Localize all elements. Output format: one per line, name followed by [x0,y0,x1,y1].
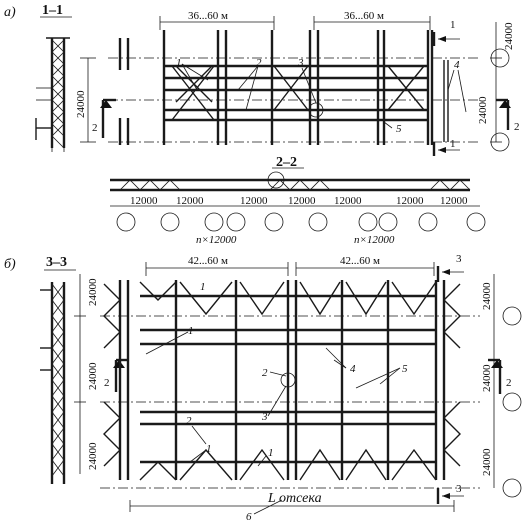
svg-text:n×12000: n×12000 [196,234,237,246]
svg-text:5: 5 [402,363,408,375]
section-1-1-mast [35,37,70,152]
svg-text:12000: 12000 [396,195,424,207]
svg-text:5: 5 [396,123,402,135]
svg-text:2: 2 [262,367,268,379]
svg-text:2: 2 [92,122,98,134]
svg-text:1: 1 [200,281,206,293]
svg-text:4: 4 [350,363,356,375]
section-1-1-title: 1–1 [42,3,63,18]
section-3-3-mast [40,282,66,484]
span-dim-a-1: 36...60 м [188,10,228,22]
svg-text:24000: 24000 [87,442,99,470]
cut-1-markers: 1 1 [432,19,460,156]
svg-text:3: 3 [456,483,462,495]
svg-text:6: 6 [246,511,252,523]
svg-text:1: 1 [206,443,212,455]
height-dim-left: 24000 [75,90,87,118]
height-dim-right-a-1: 24000 [503,22,515,50]
axis-bubble [502,478,522,498]
svg-text:24000: 24000 [481,282,493,310]
svg-text:4: 4 [454,59,460,71]
plan-a [108,30,480,145]
svg-text:24000: 24000 [87,278,99,306]
svg-text:12000: 12000 [440,195,468,207]
svg-text:1: 1 [450,19,456,31]
svg-text:1: 1 [268,447,274,459]
svg-text:2: 2 [256,57,262,69]
svg-text:n×12000: n×12000 [354,234,395,246]
svg-text:1: 1 [176,57,182,69]
svg-text:1: 1 [450,138,456,150]
svg-text:12000: 12000 [130,195,158,207]
svg-text:12000: 12000 [176,195,204,207]
svg-text:2: 2 [514,121,520,133]
section-3-3-title: 3–3 [46,255,67,270]
length-label: L отсека [267,491,322,506]
height-dim-right-a-2: 24000 [477,96,489,124]
svg-text:12000: 12000 [288,195,316,207]
cut-2-left-marker: 2 [92,98,116,138]
svg-text:12000: 12000 [334,195,362,207]
svg-text:2: 2 [506,377,512,389]
svg-text:2: 2 [186,415,192,427]
plan-b-callouts: 1 1 2 3 4 5 2 1 1 6 [145,281,408,523]
span-dim-a-2: 36...60 м [344,10,384,22]
svg-text:3: 3 [261,411,268,423]
span-dim-b-1: 42...60 м [188,255,228,267]
section-2-2-dims: 12000 12000 12000 12000 12000 12000 1200… [130,195,468,246]
cut-2-left-b: 2 [104,358,128,392]
part-a-marker: а) [4,5,16,20]
svg-text:24000: 24000 [481,364,493,392]
svg-text:2: 2 [104,377,110,389]
svg-text:3: 3 [456,253,462,265]
axis-bubble [490,48,510,68]
cut-3-markers: 3 3 [436,253,464,504]
svg-text:3: 3 [297,57,304,69]
svg-text:24000: 24000 [481,448,493,476]
axis-bubble [502,306,522,326]
section-2-2-truss [110,171,471,192]
axis-bubble [502,392,522,412]
plan-b [100,280,480,489]
part-b-marker: б) [4,257,16,272]
plan-a-callouts: 1 2 3 4 5 [176,57,467,135]
span-dim-b-2: 42...60 м [340,255,380,267]
svg-text:12000: 12000 [240,195,268,207]
svg-text:24000: 24000 [87,362,99,390]
svg-text:1: 1 [188,325,194,337]
section-2-2-title: 2–2 [276,155,297,170]
section-2-2-axis-bubbles [116,212,486,232]
axis-bubble [490,132,510,152]
